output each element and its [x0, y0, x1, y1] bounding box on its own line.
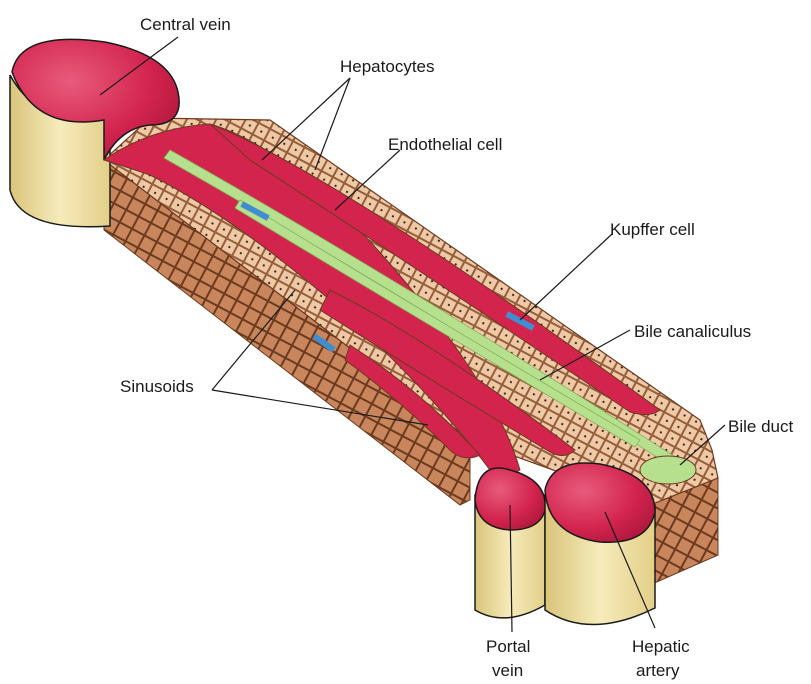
label-hepatocytes: Hepatocytes	[340, 57, 435, 76]
label-portal-vein-line2: vein	[492, 661, 523, 680]
label-bile-duct: Bile duct	[728, 417, 793, 436]
bile-duct-lumen	[640, 456, 696, 484]
label-hepatic-artery-line1: Hepatic	[632, 637, 690, 656]
label-endothelial-cell: Endothelial cell	[388, 135, 502, 154]
label-portal-vein-line1: Portal	[486, 637, 530, 656]
label-bile-canaliculus: Bile canaliculus	[634, 322, 751, 341]
label-hepatic-artery-line2: artery	[636, 661, 680, 680]
label-sinusoids: Sinusoids	[120, 377, 194, 396]
leader-kupffer	[520, 234, 612, 320]
hepatic-artery	[545, 463, 655, 624]
label-kupffer-cell: Kupffer cell	[610, 220, 695, 239]
label-central-vein: Central vein	[140, 15, 231, 34]
leader-hepatocytes-b	[315, 78, 350, 170]
